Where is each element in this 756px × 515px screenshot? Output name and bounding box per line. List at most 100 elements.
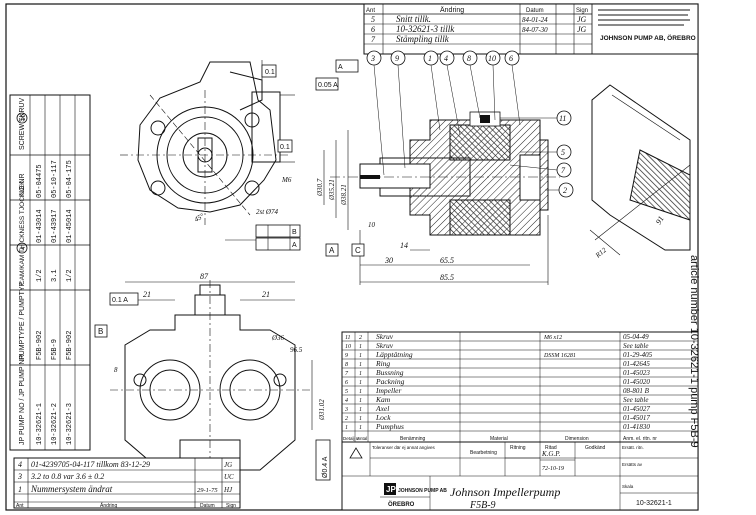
parts-header: Anm. el. ritn. nr (623, 436, 657, 442)
datum-frame-b: B A (255, 224, 301, 251)
rev-row-change: Stämpling tillk (396, 34, 450, 44)
parts-cell-name: Packning (375, 377, 405, 386)
parts-header: Benämning (400, 436, 426, 442)
parts-cell-dimension: DSSM 16281 (543, 353, 576, 359)
tolerance-frame (261, 64, 277, 78)
parts-cell-pos: 9 (345, 353, 348, 359)
title-col: Skala (622, 484, 634, 489)
dim-angle: 45° (193, 212, 206, 224)
small-rev-text: 3.2 to 0.8 var 3.6 ± 0.2 (30, 472, 104, 481)
dim-vertical: Ø30.7 (316, 178, 324, 197)
pump-cell: 10-32621-2 (51, 403, 59, 445)
parts-cell-qty: 1 (359, 380, 362, 386)
title-drawing-no: 10-32621-1 (636, 500, 672, 507)
parts-cell-name: Lock (375, 413, 391, 422)
pump-table-balloon-label: 4 (21, 246, 27, 250)
jp-logo-text: JP (386, 485, 396, 494)
small-rev-no: 3 (17, 472, 22, 481)
balloon-label: 5 (561, 148, 565, 157)
rev-header-date: Datum (526, 8, 544, 14)
balloon-label: 4 (444, 54, 448, 63)
parts-cell-pos: 6 (345, 380, 348, 386)
parts-cell-number: 01-45023 (623, 369, 650, 377)
parts-cell-number: 01-45027 (623, 405, 650, 413)
rev-row-no: 5 (371, 15, 375, 24)
small-rev-footer: Sign (226, 503, 236, 509)
parts-cell-name: Axel (375, 404, 389, 413)
tol-label: A (338, 64, 343, 71)
company-fine-print (598, 9, 690, 26)
small-rev-date: 29-1-75 (197, 487, 218, 494)
small-rev-no: 4 (18, 460, 22, 469)
parts-cell-qty: 1 (359, 371, 362, 377)
datum-label: B (292, 229, 297, 236)
title-subtitle: F5B-9 (469, 500, 496, 511)
parts-cell-qty: 2 (359, 335, 362, 341)
parts-cell-name: Pumphus (375, 422, 404, 431)
parts-cell-number: 05-04-49 (623, 333, 649, 341)
parts-cell-number: 01-45020 (623, 378, 650, 386)
pump-cell: 01-43917 (51, 209, 59, 243)
tolerance-frame (315, 77, 339, 91)
title-col: Ersätts av (622, 462, 643, 467)
dim-vertical: Ø31.02 (318, 399, 326, 421)
rev-row-sign: JG (577, 15, 587, 24)
pump-type-table: JP PUMP NO / JP PUMP NR PUMPTYPE / PUMPT… (9, 94, 91, 451)
parts-cell-pos: 4 (345, 397, 348, 404)
small-rev-no: 1 (18, 485, 22, 494)
balloon-leaders (373, 64, 559, 191)
dim-vertical: Ø38.21 (340, 184, 348, 206)
rev-row-date: 84-07-30 (522, 26, 548, 34)
parts-list-table: Detalj nr Antal Benämning Material Dimen… (341, 331, 699, 443)
parts-cell-name: Kam (375, 395, 391, 404)
title-block: Toleranser där ej annat angives Bearbetn… (341, 441, 699, 511)
balloon-group (366, 50, 574, 198)
parts-cell-number: 01-29-405 (623, 351, 653, 359)
balloon-label: 10 (488, 54, 496, 63)
pump-table-balloon (16, 242, 28, 254)
pump-cell: 05-04-175 (66, 160, 74, 198)
pump-table-balloon-label: 10 (21, 114, 27, 121)
pump-cell: 1/2 (66, 269, 74, 282)
parts-cell-number: 01-41830 (623, 423, 650, 431)
balloon-label: 6 (509, 54, 513, 63)
pump-cell: F5B-902 (36, 331, 44, 360)
small-revision-table: 4 01-4239705-04-117 tillkom 83-12-29 JG … (13, 457, 241, 509)
balloon-label: 3 (370, 54, 375, 63)
title-col: Ersätt. ritn. (622, 445, 644, 450)
rev-company: JOHNSON PUMP AB, ÖREBRO (600, 33, 696, 42)
dim-30: 30 (384, 256, 393, 265)
dim-14: 14 (400, 241, 408, 250)
dim-21: 21 (262, 290, 270, 299)
small-rev-text: 01-4239705-04-117 tillkom 83-12-29 (31, 460, 150, 469)
side-caption-text: article number 10-32621-1 pump F5B-9 (688, 255, 700, 448)
datum-label-c: C (355, 246, 361, 255)
pump-header-type: PUMPTYPE / PUMPTYP (19, 281, 26, 360)
section-view-drawing (323, 111, 560, 285)
dim-21: 21 (143, 290, 151, 299)
title-city: ÖREBRO (388, 501, 415, 508)
title-date: 72-10-19 (542, 466, 564, 472)
datum-label-a: A (329, 246, 335, 255)
parts-cell-name: Skruv (376, 341, 394, 350)
revision-table: Ant Ändring Datum Sign 5 Snitt tillk. 84… (363, 3, 699, 55)
parts-cell-name: Skruv (376, 332, 394, 341)
detail-view-drawing (589, 84, 691, 256)
datum-label: B (98, 327, 103, 336)
dim-8: 8 (114, 366, 118, 374)
pump-header-screw: SCREW SKRUV (19, 98, 26, 150)
dim-10: 10 (368, 221, 376, 229)
tol-label: 0.1 (280, 144, 290, 151)
pump-cell: 05-10-117 (51, 160, 59, 198)
rev-header-ant: Ant (366, 8, 375, 14)
parts-cell-qty: 1 (359, 398, 362, 404)
rev-row-date: 84-01-24 (522, 16, 548, 24)
parts-cell-qty: 1 (359, 407, 362, 413)
pump-cell: 10-32621-1 (36, 403, 44, 445)
balloon-label: 1 (428, 54, 432, 63)
rev-row-no: 7 (371, 35, 376, 44)
dim-87: 87 (200, 272, 209, 281)
small-rev-footer: Ändring (100, 502, 117, 509)
parts-cell-name: Impeller (375, 386, 401, 395)
pump-header-no: JP PUMP NO / JP PUMP NR (19, 354, 26, 445)
